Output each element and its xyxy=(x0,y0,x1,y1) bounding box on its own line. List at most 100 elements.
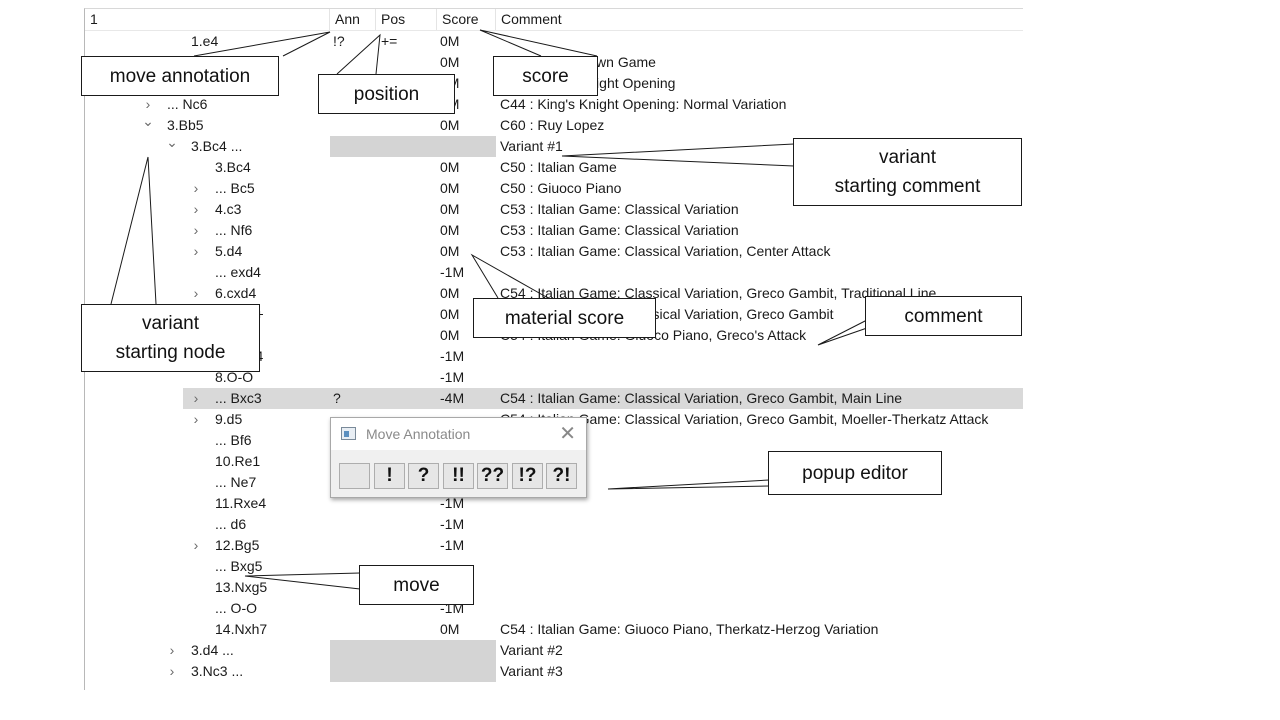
chevron-right-icon[interactable]: › xyxy=(193,243,199,259)
tree-row[interactable]: ... exd4-1M xyxy=(85,262,1023,283)
chevron-right-icon[interactable]: › xyxy=(193,390,199,406)
move-cell[interactable]: 3.Bc4 ... xyxy=(191,138,243,154)
move-cell[interactable]: 8.O-O xyxy=(215,369,254,385)
tree-row[interactable]: ... O-O-1M xyxy=(85,598,1023,619)
tree-row[interactable]: ... Bxg5 xyxy=(85,556,1023,577)
move-cell[interactable]: ... d6 xyxy=(215,516,247,532)
chevron-down-icon[interactable]: ⌄ xyxy=(142,113,154,129)
tree-row[interactable]: ... Ne7 xyxy=(85,472,1023,493)
comment-cell[interactable]: Variant #1 xyxy=(500,138,563,154)
chevron-right-icon[interactable]: › xyxy=(193,180,199,196)
popup-titlebar[interactable]: Move Annotation ✕ xyxy=(331,418,586,450)
close-icon[interactable]: ✕ xyxy=(559,423,576,445)
move-cell[interactable]: ... Bc5 xyxy=(215,180,255,196)
header-ann[interactable]: Ann xyxy=(330,9,376,30)
chevron-right-icon[interactable]: › xyxy=(193,222,199,238)
annotation-button[interactable]: ?! xyxy=(546,463,577,489)
move-cell[interactable]: 3.Bc4 xyxy=(215,159,251,175)
tree-row[interactable]: 13.Nxg5 xyxy=(85,577,1023,598)
comment-cell[interactable]: C54 : Italian Game: Giuoco Piano, Therka… xyxy=(500,621,879,637)
comment-cell[interactable]: C50 : Giuoco Piano xyxy=(500,180,622,196)
ann-cell[interactable]: ? xyxy=(333,390,341,406)
move-cell[interactable]: ... Bxc3 xyxy=(215,390,262,406)
move-cell[interactable]: 12.Bg5 xyxy=(215,537,260,553)
tree-row[interactable]: 8.O-O-1M xyxy=(85,367,1023,388)
tree-row[interactable]: 10.Re1 xyxy=(85,451,1023,472)
tree-row[interactable]: ⌄ 3.Bc4 ... Variant #1 xyxy=(85,134,1023,157)
header-score[interactable]: Score xyxy=(437,9,496,30)
tree-row[interactable]: › 3.d4 ... Variant #2 xyxy=(85,640,1023,661)
annotation-button[interactable]: ! xyxy=(374,463,405,489)
chevron-right-icon[interactable]: › xyxy=(169,663,175,679)
header-move[interactable]: 1 xyxy=(85,9,330,30)
comment-cell[interactable]: C54 : Italian Game: Classical Variation,… xyxy=(500,285,937,301)
chevron-right-icon[interactable]: › xyxy=(193,537,199,553)
chevron-right-icon[interactable]: › xyxy=(145,96,151,112)
tree-row[interactable]: › 3.Nc3 ... Variant #3 xyxy=(85,661,1023,682)
annotation-button[interactable]: ? xyxy=(408,463,439,489)
variant-gray-cells xyxy=(330,661,496,682)
move-cell[interactable]: ... Ne7 xyxy=(215,474,257,490)
header-comment[interactable]: Comment xyxy=(501,11,562,27)
move-cell[interactable]: ... Nc6 xyxy=(167,96,208,112)
move-cell[interactable]: ... Nf6 xyxy=(215,222,253,238)
chevron-right-icon[interactable]: › xyxy=(193,285,199,301)
move-cell[interactable]: ... O-O xyxy=(215,600,257,616)
annotation-button[interactable] xyxy=(339,463,370,489)
tree-row[interactable]: ... d6-1M xyxy=(85,514,1023,535)
callout-variant-starting-comment: variant starting comment xyxy=(793,138,1022,206)
move-cell[interactable]: 5.d4 xyxy=(215,243,243,259)
comment-cell[interactable]: C44 : King's Knight Opening: Normal Vari… xyxy=(500,96,787,112)
tree-row[interactable]: ⌄ 3.Bb5 0M C60 : Ruy Lopez xyxy=(85,113,1023,136)
move-cell[interactable]: 3.Bb5 xyxy=(167,117,204,133)
score-cell: -4M xyxy=(440,390,465,406)
comment-cell[interactable]: Variant #3 xyxy=(500,663,563,679)
tree-row[interactable]: 11.Rxe4-1M xyxy=(85,493,1023,514)
move-cell[interactable]: 3.d4 ... xyxy=(191,642,234,658)
chevron-down-icon[interactable]: ⌄ xyxy=(166,134,178,150)
move-cell[interactable]: 1.e4 xyxy=(191,33,219,49)
move-cell[interactable]: 6.cxd4 xyxy=(215,285,257,301)
move-cell[interactable]: 11.Rxe4 xyxy=(215,495,267,511)
move-cell[interactable]: ... Bf6 xyxy=(215,432,252,448)
tree-row[interactable]: ... Bf6 xyxy=(85,430,1023,451)
chevron-right-icon[interactable]: › xyxy=(193,411,199,427)
pos-cell[interactable]: += xyxy=(381,33,398,49)
move-cell[interactable]: 4.c3 xyxy=(215,201,242,217)
tree-row[interactable]: ›... Nc60MC44 : King's Knight Opening: N… xyxy=(85,94,1023,115)
annotation-button[interactable]: ?? xyxy=(477,463,508,489)
comment-cell[interactable]: C53 : Italian Game: Classical Variation xyxy=(500,201,739,217)
move-cell[interactable]: ... Bxg5 xyxy=(215,558,263,574)
comment-cell[interactable]: Variant #2 xyxy=(500,642,563,658)
move-cell[interactable]: 13.Nxg5 xyxy=(215,579,268,595)
header-pos[interactable]: Pos xyxy=(376,9,437,30)
move-cell[interactable]: 14.Nxh7 xyxy=(215,621,268,637)
comment-cell[interactable]: C53 : Italian Game: Classical Variation,… xyxy=(500,243,831,259)
tree-row[interactable]: › 9.d5 C54 : Italian Game: Classical Varia… xyxy=(85,409,1023,430)
move-cell[interactable]: 9.d5 xyxy=(215,411,243,427)
ann-cell[interactable]: !? xyxy=(333,33,345,49)
move-annotation-popup[interactable]: Move Annotation ✕ !?!!??!??! xyxy=(330,417,587,498)
move-cell[interactable]: 3.Nc3 ... xyxy=(191,663,244,679)
tree-row[interactable]: › ... Bxc3? -4M C54 : Italian Game: Classic… xyxy=(85,388,1023,409)
comment-cell[interactable]: C53 : Italian Game: Classical Variation xyxy=(500,222,739,238)
tree-row[interactable]: ›12.Bg5-1M xyxy=(85,535,1023,556)
comment-cell[interactable]: C50 : Italian Game xyxy=(500,159,617,175)
score-cell: 0M xyxy=(440,117,460,133)
move-cell[interactable]: 10.Re1 xyxy=(215,453,261,469)
tree-row[interactable]: 1.e4!?+=0M xyxy=(85,31,1023,52)
annotation-button[interactable]: !! xyxy=(443,463,474,489)
chevron-right-icon[interactable]: › xyxy=(169,642,175,658)
move-cell[interactable]: ... exd4 xyxy=(215,264,261,280)
comment-cell[interactable]: C54 : Italian Game: Classical Variation,… xyxy=(500,411,989,427)
comment-cell[interactable]: C60 : Ruy Lopez xyxy=(500,117,605,133)
annotation-button[interactable]: !? xyxy=(512,463,543,489)
chevron-right-icon[interactable]: › xyxy=(193,201,199,217)
comment-cell[interactable]: C54 : Italian Game: Classical Variation,… xyxy=(500,390,903,406)
